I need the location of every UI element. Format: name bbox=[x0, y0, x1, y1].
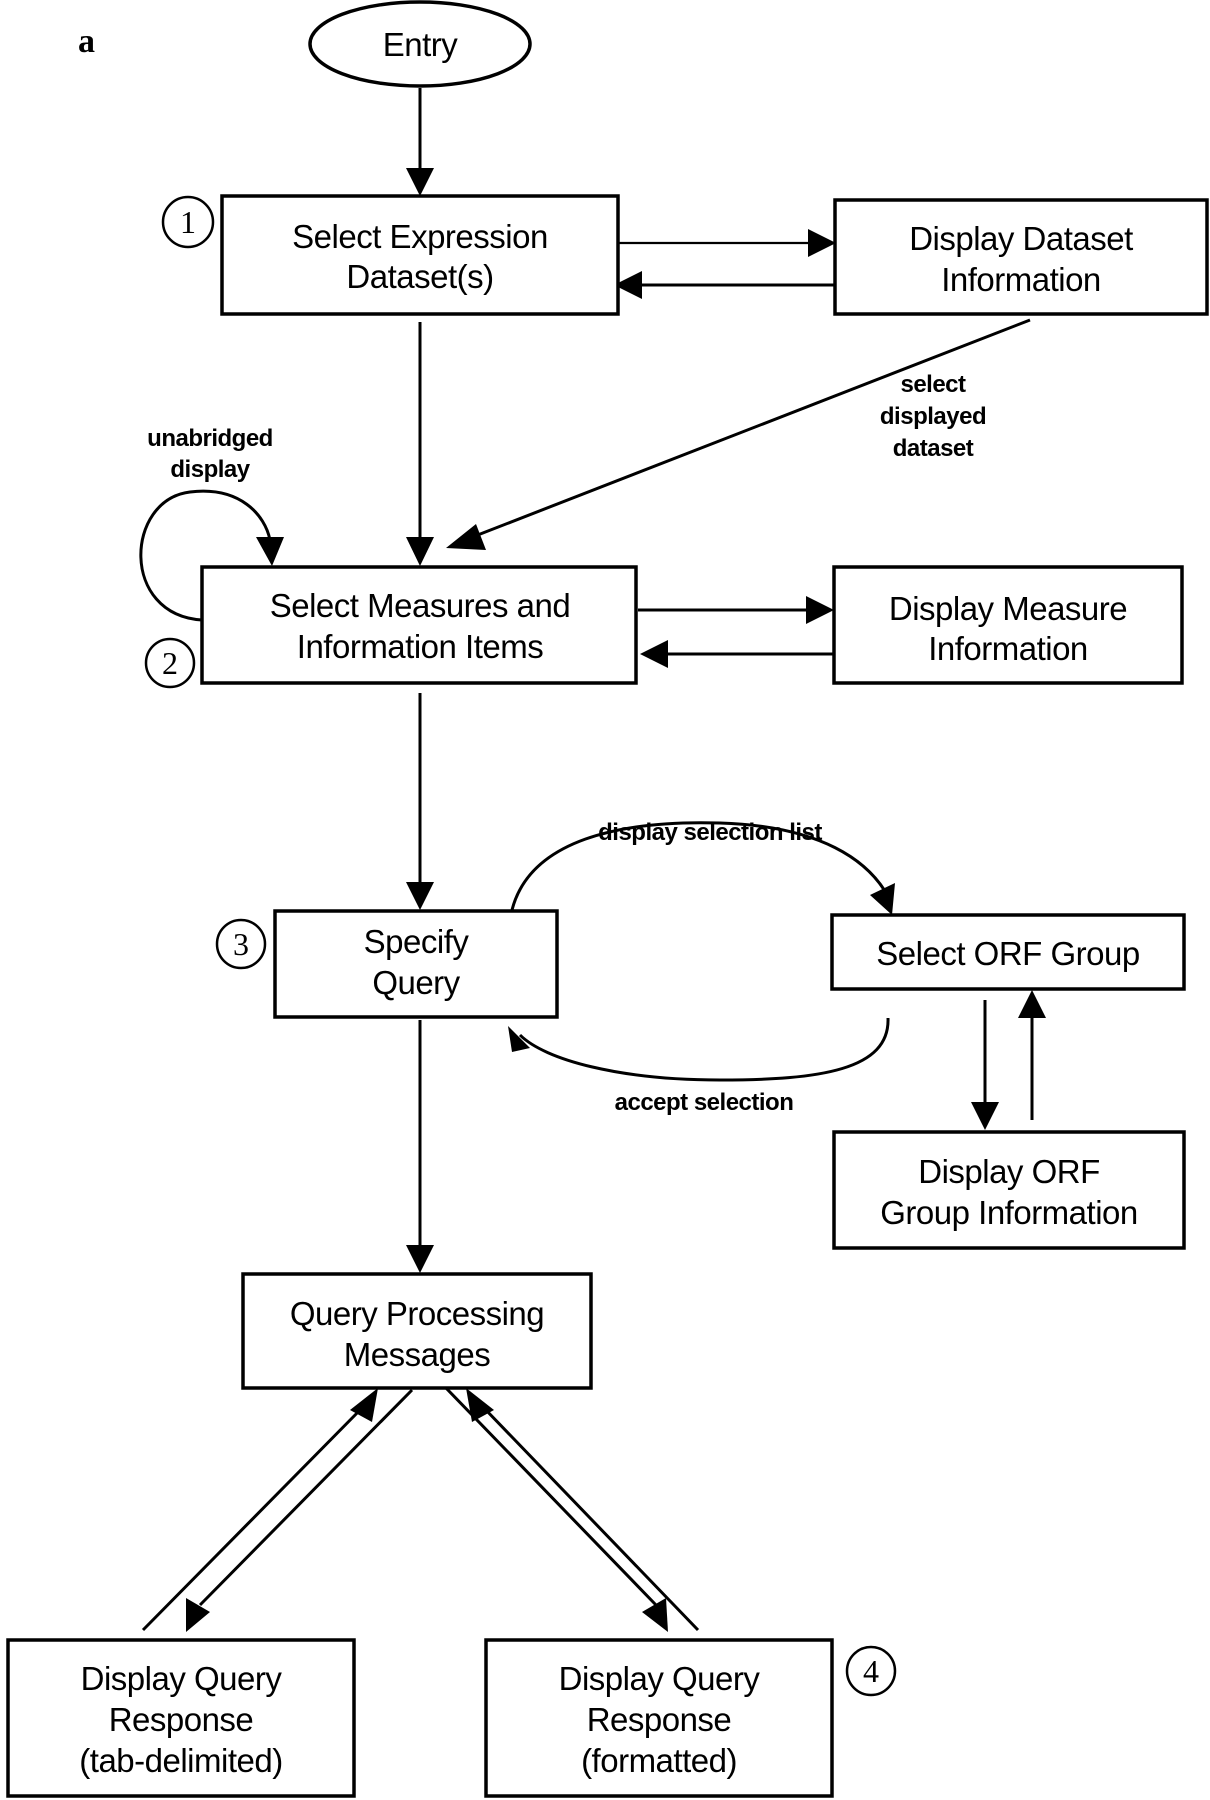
step-number: 1 bbox=[180, 204, 196, 240]
arrowhead bbox=[466, 1388, 494, 1422]
arrowhead bbox=[870, 883, 895, 915]
edge-label-unabridged-display: unabridged display bbox=[147, 425, 273, 483]
node-label-line: Query Processing bbox=[290, 1295, 544, 1332]
node-entry: Entry bbox=[308, 0, 532, 88]
panel-label: a bbox=[78, 23, 95, 60]
node-display-measure-info: Display Measure Information bbox=[832, 565, 1184, 685]
node-label-line: Messages bbox=[344, 1336, 490, 1373]
arrowhead bbox=[971, 1102, 999, 1130]
step-number: 2 bbox=[162, 645, 178, 681]
arrowhead bbox=[640, 640, 668, 668]
node-label-line: Specify bbox=[364, 923, 470, 960]
arrowhead bbox=[186, 1598, 210, 1632]
node-specify-query: Specify Query bbox=[273, 909, 559, 1019]
node-query-processing: Query Processing Messages bbox=[241, 1272, 593, 1390]
edge-label-line: select bbox=[900, 371, 966, 398]
arrowhead bbox=[406, 168, 434, 196]
arrowhead bbox=[446, 524, 486, 550]
node-label-line: Query bbox=[372, 964, 460, 1001]
edge-unabridged-display-loop bbox=[139, 489, 272, 622]
step-badge-2: 2 bbox=[144, 637, 196, 689]
arrowhead bbox=[406, 1245, 434, 1273]
node-entry-label: Entry bbox=[383, 26, 459, 63]
arrowhead bbox=[614, 271, 642, 299]
edge-label-accept-selection: accept selection bbox=[615, 1089, 794, 1116]
node-display-response-tab-delimited: Display Query Response (tab-delimited) bbox=[6, 1638, 356, 1798]
node-label-line: Group Information bbox=[880, 1194, 1137, 1231]
arrowhead bbox=[642, 1598, 668, 1632]
edge-accept-selection bbox=[518, 1017, 890, 1082]
node-display-orf-group-info: Display ORF Group Information bbox=[832, 1130, 1186, 1250]
edge-label-display-selection-list: display selection list bbox=[598, 819, 822, 846]
step-number: 3 bbox=[233, 926, 249, 962]
step-badge-3: 3 bbox=[215, 918, 267, 970]
arrowhead bbox=[508, 1026, 530, 1052]
node-label-line: Response bbox=[109, 1701, 254, 1738]
arrowhead bbox=[406, 537, 434, 566]
node-display-response-formatted: Display Query Response (formatted) bbox=[484, 1638, 834, 1798]
step-badge-1: 1 bbox=[161, 195, 215, 249]
edge-label-line: display bbox=[170, 456, 250, 483]
node-label-line: Display Dataset bbox=[909, 220, 1133, 257]
arrowhead bbox=[406, 882, 434, 910]
node-label-line: (formatted) bbox=[581, 1742, 737, 1779]
edges bbox=[139, 88, 1046, 1632]
node-label-line: Information Items bbox=[297, 628, 543, 665]
node-label-line: Display Query bbox=[559, 1660, 761, 1697]
node-display-dataset-info: Display Dataset Information bbox=[833, 198, 1209, 316]
node-label-line: Select ORF Group bbox=[876, 935, 1139, 972]
node-label-line: Select Expression bbox=[292, 218, 548, 255]
arrowhead bbox=[256, 537, 284, 566]
edge-formatted-to-processing bbox=[482, 1406, 700, 1632]
edge-tab-to-processing bbox=[141, 1406, 364, 1632]
node-label-line: Select Measures and bbox=[270, 587, 571, 624]
node-select-dataset: Select Expression Dataset(s) bbox=[220, 194, 620, 316]
node-select-measures: Select Measures and Information Items bbox=[200, 565, 638, 685]
node-label-line: Information bbox=[941, 261, 1101, 298]
edge-label-line: displayed bbox=[880, 403, 986, 430]
node-label-line: Dataset(s) bbox=[346, 258, 493, 295]
edge-dataset-info-to-measures bbox=[469, 318, 1031, 540]
edge-label-line: unabridged bbox=[147, 425, 273, 452]
arrowhead bbox=[1018, 990, 1046, 1018]
node-label-line: (tab-delimited) bbox=[79, 1742, 282, 1779]
node-label-line: Information bbox=[928, 630, 1088, 667]
step-number: 4 bbox=[863, 1653, 879, 1689]
arrowhead bbox=[350, 1388, 378, 1422]
node-label-line: Response bbox=[587, 1701, 732, 1738]
edge-processing-to-tab bbox=[198, 1388, 414, 1607]
step-badge-4: 4 bbox=[845, 1645, 897, 1697]
arrowhead bbox=[808, 229, 836, 257]
edge-label-select-displayed-dataset: select displayed dataset bbox=[880, 371, 987, 462]
edge-label-line: dataset bbox=[893, 435, 974, 462]
node-select-orf-group: Select ORF Group bbox=[830, 913, 1186, 991]
arrowhead bbox=[806, 596, 834, 624]
node-label-line: Display Measure bbox=[889, 590, 1127, 627]
edge-processing-to-formatted bbox=[444, 1386, 658, 1607]
edge-display-selection-list bbox=[510, 821, 892, 911]
node-label-line: Display ORF bbox=[918, 1153, 1100, 1190]
node-label-line: Display Query bbox=[81, 1660, 283, 1697]
